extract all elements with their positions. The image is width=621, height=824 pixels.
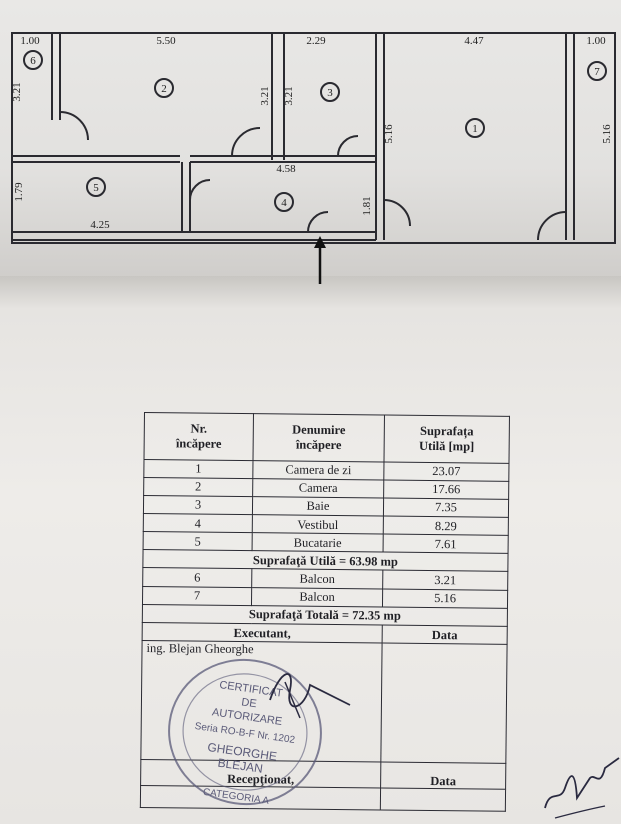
dim-room1-height-left: 5.16 bbox=[383, 124, 395, 144]
cell-nr: 2 bbox=[143, 477, 253, 497]
authorization-stamp: CERTIFICAT DE AUTORIZARE Seria RO-B-F Nr… bbox=[168, 658, 322, 807]
cell-nr: 3 bbox=[143, 495, 253, 515]
cell-name: Vestibul bbox=[252, 514, 384, 535]
floor-plan: 6 2 3 1 5 4 7 1.00 3.21 5.50 3.21 2.29 3… bbox=[11, 32, 616, 244]
header-name: Denumire încăpere bbox=[253, 413, 385, 462]
cell-area: 7.61 bbox=[383, 534, 509, 554]
header-nr-text: Nr. încăpere bbox=[175, 421, 222, 451]
corner-signature bbox=[544, 757, 620, 819]
dim-room6-width: 1.00 bbox=[20, 35, 40, 47]
room-1-number: 1 bbox=[472, 123, 478, 135]
room-2-number: 2 bbox=[161, 83, 167, 95]
cell-area: 5.16 bbox=[382, 588, 508, 609]
date-label-2: Data bbox=[380, 762, 506, 790]
dim-room5-width: 4.25 bbox=[90, 219, 110, 231]
dim-room2-width: 5.50 bbox=[156, 35, 176, 47]
dim-room5-height: 1.79 bbox=[13, 182, 25, 202]
cell-name: Camera de zi bbox=[252, 460, 384, 480]
dim-room7-width: 1.00 bbox=[586, 35, 606, 47]
cell-name: Camera bbox=[252, 478, 384, 498]
dim-room6-height: 3.21 bbox=[11, 82, 23, 101]
cell-nr: 5 bbox=[143, 531, 253, 551]
room-4-number: 4 bbox=[281, 197, 287, 209]
cell-name: Baie bbox=[252, 496, 384, 517]
cell-name: Bucatarie bbox=[252, 532, 384, 553]
dim-room4-width: 4.58 bbox=[276, 163, 296, 175]
stamp-line-2: DE bbox=[241, 696, 258, 710]
executant-signature bbox=[269, 673, 351, 719]
receptionat-date-blank bbox=[380, 788, 506, 812]
room-5-number: 5 bbox=[93, 182, 99, 194]
outer-wall bbox=[11, 32, 616, 244]
cell-area: 23.07 bbox=[383, 461, 509, 482]
room-3-number: 3 bbox=[327, 87, 333, 99]
dim-room4-height: 1.81 bbox=[361, 196, 373, 215]
cell-area: 17.66 bbox=[383, 479, 509, 500]
cell-nr: 1 bbox=[143, 459, 254, 479]
cell-area: 3.21 bbox=[382, 570, 508, 590]
stamp-line-6: BLEJAN bbox=[217, 756, 264, 776]
dim-room1-width: 4.47 bbox=[464, 35, 484, 47]
cell-area: 8.29 bbox=[383, 516, 509, 536]
cell-nr: 4 bbox=[143, 513, 253, 533]
cell-name: Balcon bbox=[251, 569, 383, 589]
cell-nr: 6 bbox=[142, 567, 252, 588]
dim-room1-height-right: 5.16 bbox=[601, 124, 613, 144]
dim-room3-height: 3.21 bbox=[283, 86, 295, 105]
door-arc bbox=[59, 111, 89, 141]
cell-nr: 7 bbox=[142, 586, 252, 606]
header-area-text: Suprafața Utilă [mp] bbox=[418, 423, 475, 454]
room-6-number: 6 bbox=[30, 55, 36, 67]
header-name-text: Denumire încăpere bbox=[292, 422, 346, 452]
cell-area: 7.35 bbox=[383, 497, 509, 518]
table-header-row: Nr. încăpere Denumire încăpere Suprafața… bbox=[144, 412, 510, 463]
cell-name: Balcon bbox=[251, 587, 383, 607]
header-nr: Nr. încăpere bbox=[144, 412, 254, 461]
dim-room3-width: 2.29 bbox=[306, 35, 326, 47]
room-7-number: 7 bbox=[594, 66, 600, 78]
executant-date-cell bbox=[380, 643, 508, 764]
header-area: Suprafața Utilă [mp] bbox=[383, 415, 510, 463]
floor-plan-sheet bbox=[0, 0, 621, 280]
entrance-arrow-icon bbox=[314, 236, 326, 284]
date-label: Data bbox=[382, 624, 508, 645]
dim-room2-height: 3.21 bbox=[259, 86, 271, 105]
table-sheet bbox=[0, 276, 621, 824]
